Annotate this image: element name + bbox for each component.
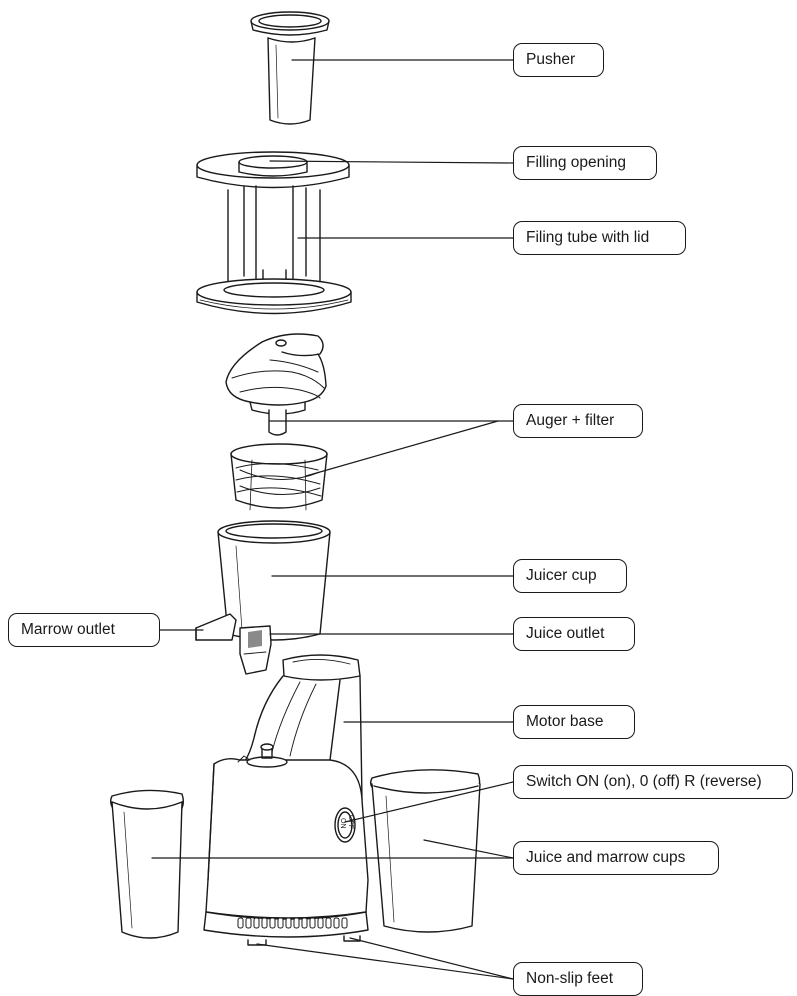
leader-lines	[151, 59, 514, 980]
motor-base-part: ON OFF	[203, 654, 369, 946]
switch-on-text: ON	[339, 818, 346, 829]
left-juice-cup-part	[109, 789, 185, 939]
juicer-cup-part	[195, 520, 331, 675]
juice-outlet-label: Juice outlet	[513, 617, 635, 651]
vent-slot	[253, 917, 260, 929]
vent-slot	[317, 917, 324, 929]
auger-part	[225, 333, 327, 436]
motor-base-label: Motor base	[513, 705, 635, 739]
filter-part	[230, 443, 328, 511]
vent-slot	[245, 917, 252, 929]
non-slip-feet-label: Non-slip feet	[513, 962, 643, 996]
vent-slot	[301, 917, 308, 929]
juice-marrow-cups-label: Juice and marrow cups	[513, 841, 719, 875]
vent-slot	[341, 917, 348, 929]
vent-slot	[269, 917, 276, 929]
switch-off-text: OFF	[347, 815, 354, 829]
pusher-label: Pusher	[513, 43, 604, 77]
vent-slot	[277, 917, 284, 929]
vent-slot	[261, 917, 268, 929]
marrow-outlet-label: Marrow outlet	[8, 613, 160, 647]
vent-slot	[285, 917, 292, 929]
vent-slot	[309, 917, 316, 929]
vent-slot	[293, 917, 300, 929]
filling-tube-label: Filing tube with lid	[513, 221, 686, 255]
pusher-part	[250, 11, 330, 125]
filling-tube-with-lid-part	[196, 151, 352, 315]
switch-label: Switch ON (on), 0 (off) R (reverse)	[513, 765, 793, 799]
vent-slot	[333, 917, 340, 929]
vent-slot	[325, 917, 332, 929]
juicer-cup-label: Juicer cup	[513, 559, 627, 593]
auger-filter-label: Auger + filter	[513, 404, 643, 438]
vent-slot	[237, 917, 244, 929]
filling-opening-label: Filling opening	[513, 146, 657, 180]
